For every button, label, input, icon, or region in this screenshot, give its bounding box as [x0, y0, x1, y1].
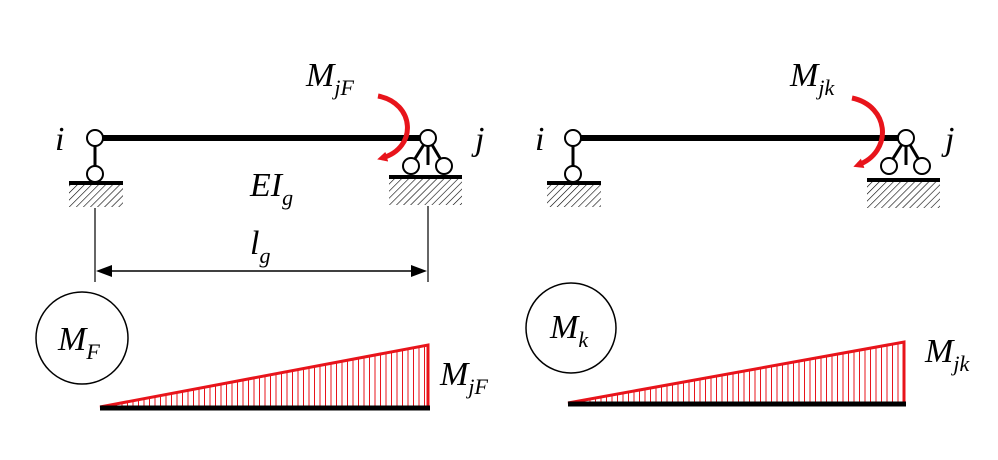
left-length-dimension: [94, 206, 429, 282]
left-moment-area-outline: [99, 343, 430, 409]
right-node-i-label: i: [535, 121, 544, 158]
left-length-label: lg: [250, 225, 270, 268]
left-diagram-end-label: MjF: [439, 356, 488, 399]
right-load-moment-label: Mjk: [789, 57, 835, 100]
right-node-j-label: j: [941, 121, 954, 158]
left-moment-hatch: [105, 345, 425, 407]
right-diagram-end-label: Mjk: [924, 333, 970, 376]
right-diagram-label: Mk: [549, 309, 589, 352]
left-load-moment-label: MjF: [305, 57, 354, 100]
left-diagram-label: MF: [57, 321, 100, 364]
left-stiffness-label: EIg: [249, 167, 293, 210]
right-moment-diagram: Mk Mjk: [525, 282, 970, 407]
right-support-i: [547, 129, 601, 207]
left-support-j: [389, 129, 462, 205]
right-support-j: [867, 129, 940, 208]
right-diagram-circle: [525, 282, 617, 374]
left-moment-diagram: MF MjF: [35, 291, 488, 411]
left-moment-arrow: [377, 93, 410, 162]
left-node-i-label: i: [55, 121, 64, 158]
left-node-j-label: j: [471, 121, 484, 158]
left-beam-system: i j MjF EIg lg: [55, 57, 484, 282]
left-support-i: [69, 129, 123, 207]
right-beam-system: i j Mjk: [535, 57, 954, 208]
left-diagram-circle: [35, 291, 129, 385]
right-moment-arrow: [851, 95, 885, 168]
